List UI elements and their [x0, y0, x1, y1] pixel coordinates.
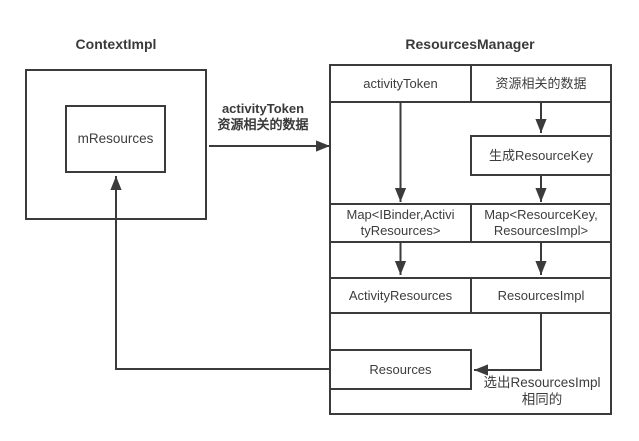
resourcesimpl-cell: ResourcesImpl [470, 277, 612, 314]
map-resourcekey-resourcesimpl-cell: Map<ResourceKey, ResourcesImpl> [470, 203, 612, 243]
generate-resourcekey-box: 生成ResourceKey [470, 135, 612, 176]
resource-data-cell: 资源相关的数据 [470, 64, 612, 103]
select-resourcesimpl-label: 选出ResourcesImpl 相同的 [483, 375, 601, 407]
resources-label: Resources [369, 361, 432, 377]
resourcesimpl-label: ResourcesImpl [497, 287, 585, 303]
contextimpl-title: ContextImpl [75, 36, 157, 52]
map-ibinder-activityresources-cell: Map<IBinder,Activi tyResources> [329, 203, 472, 243]
generate-resourcekey-label: 生成ResourceKey [488, 147, 594, 163]
activitytoken-cell-label: activityToken [363, 75, 438, 91]
resourcesmanager-title: ResourcesManager [405, 36, 535, 52]
map-ibinder-activityresources-label: Map<IBinder,Activi tyResources> [346, 207, 455, 238]
resource-data-cell-label: 资源相关的数据 [495, 75, 587, 91]
map-resourcekey-resourcesimpl-label: Map<ResourceKey, ResourcesImpl> [484, 207, 598, 238]
transfer-arrow-label: activityToken 资源相关的数据 [217, 101, 309, 132]
mresources-label: mResources [77, 131, 154, 146]
resources-box: Resources [329, 349, 472, 390]
activityresources-label: ActivityResources [348, 287, 453, 303]
activitytoken-cell: activityToken [329, 64, 472, 103]
mresources-box: mResources [65, 105, 166, 173]
activityresources-cell: ActivityResources [329, 277, 472, 314]
